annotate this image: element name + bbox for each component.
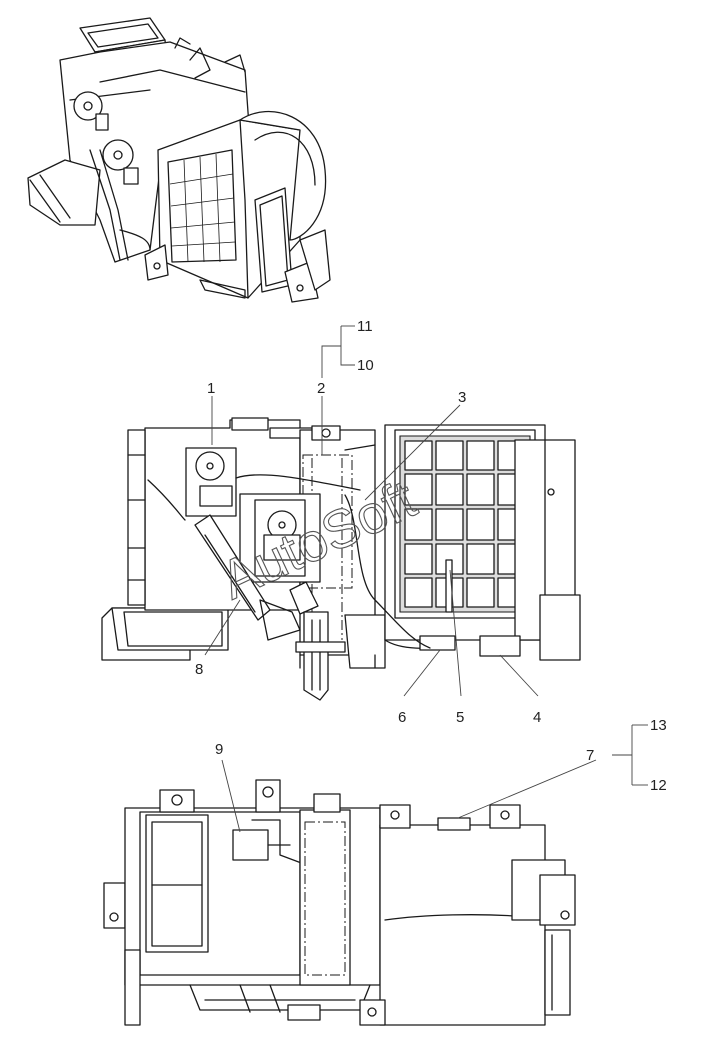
callout-7: 7: [586, 747, 594, 764]
bottom-view: [103, 779, 576, 1026]
isometric-heater-assembly-view: [27, 17, 331, 303]
callout-3: 3: [458, 389, 466, 406]
callout-11: 11: [357, 318, 373, 335]
callout-numbers: 1 2 3 4 5 6 7 8 9 10 11 12 13: [195, 318, 667, 794]
filter-grid: [404, 440, 526, 608]
callout-6: 6: [398, 709, 406, 726]
callout-8: 8: [195, 661, 203, 678]
callout-9: 9: [215, 741, 223, 758]
front-view: [101, 417, 581, 701]
callout-1: 1: [207, 380, 215, 397]
leader-lines: [204, 325, 648, 833]
callout-13: 13: [650, 717, 667, 734]
callout-10: 10: [357, 357, 374, 374]
callout-5: 5: [456, 709, 464, 726]
callout-12: 12: [650, 777, 667, 794]
callout-4: 4: [533, 709, 541, 726]
callout-2: 2: [317, 380, 325, 397]
